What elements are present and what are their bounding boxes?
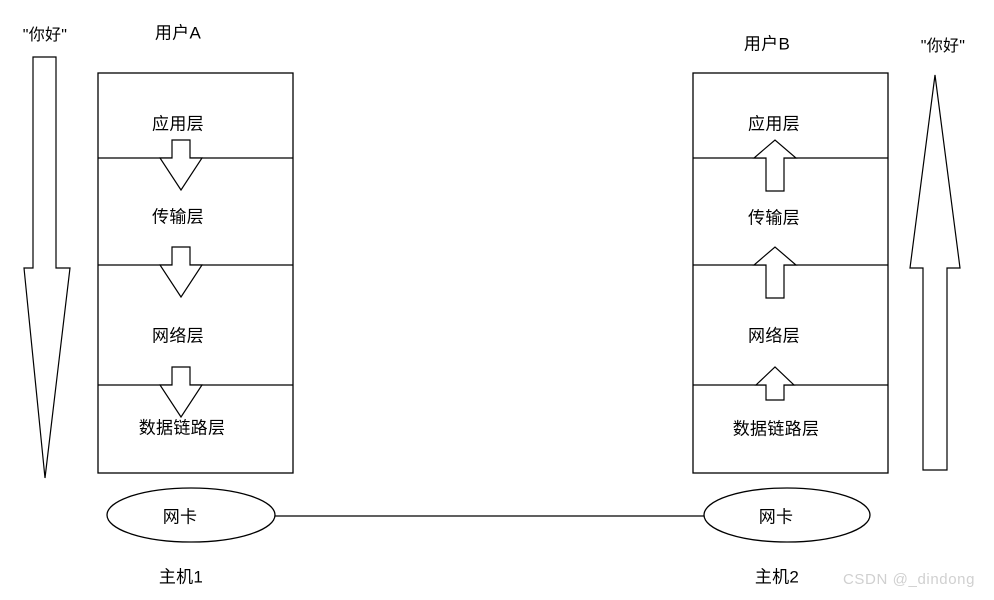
right-layer-network: 网络层 [748, 326, 800, 346]
left-layer-transport: 传输层 [152, 207, 204, 227]
right-arrow-datalink-to-network [754, 366, 796, 401]
left-layer-network: 网络层 [152, 326, 204, 346]
left-stack-title: 用户A [154, 23, 202, 43]
left-nic-ellipse [106, 487, 276, 543]
right-layer-application: 应用层 [748, 114, 800, 134]
left-message-arrow-down [23, 56, 71, 479]
csdn-watermark: CSDN @_dindong [843, 571, 976, 588]
right-nic-label: 网卡 [758, 507, 794, 527]
left-nic-label: 网卡 [162, 507, 198, 527]
right-arrow-network-to-transport [752, 246, 798, 299]
left-arrow-app-to-transport [158, 139, 204, 192]
left-host-label: 主机1 [158, 567, 204, 587]
right-nic-ellipse [703, 487, 871, 543]
right-stack-title: 用户B [743, 34, 791, 54]
left-arrow-transport-to-network [158, 246, 204, 299]
left-arrow-network-to-datalink [158, 366, 204, 419]
right-arrow-transport-to-app [752, 139, 798, 192]
right-message-label: "你好" [920, 38, 966, 55]
right-layer-datalink: 数据链路层 [732, 419, 820, 439]
right-layer-transport: 传输层 [748, 208, 800, 228]
right-message-arrow-up [909, 74, 961, 471]
left-layer-application: 应用层 [152, 114, 204, 134]
left-layer-datalink: 数据链路层 [138, 418, 226, 438]
right-host-label: 主机2 [754, 567, 800, 587]
right-stack-box [692, 72, 889, 474]
left-message-label: "你好" [22, 27, 68, 44]
